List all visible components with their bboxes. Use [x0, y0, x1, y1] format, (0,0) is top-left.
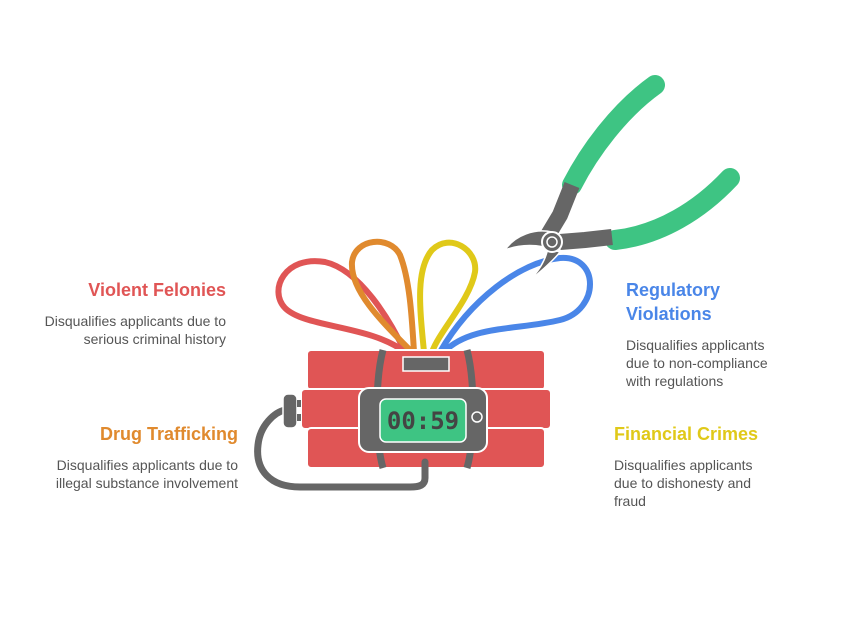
plier-pivot-inner [546, 236, 558, 248]
wires [275, 238, 593, 355]
plier-handle-upper-metal [541, 182, 580, 240]
label-violent-felonies: Violent Felonies Disqualifies applicants… [40, 278, 226, 348]
power-cable [254, 406, 429, 491]
label-title: Violent Felonies [88, 280, 226, 300]
label-title: Financial Crimes [614, 424, 759, 444]
label-regulatory-violations: Regulatory Violations Disqualifies appli… [626, 278, 826, 390]
plier-jaw-lower [527, 247, 562, 283]
label-title: Regulatory Violations [626, 280, 721, 324]
timer-button [471, 411, 483, 423]
label-description: Disqualifies applicants due to serious c… [44, 313, 226, 347]
red-wire [275, 258, 408, 355]
label-drug-trafficking: Drug Trafficking Disqualifies applicants… [40, 422, 238, 492]
blue-wire [437, 254, 593, 355]
yellow-wire [417, 239, 479, 355]
wire-cutter-pliers-icon [503, 75, 740, 283]
timer-display: 00:59 [387, 407, 459, 435]
plug-pin-top [297, 400, 301, 407]
plier-handle-lower-metal [559, 229, 613, 250]
label-description: Disqualifies applicants due to non-compl… [626, 337, 768, 389]
label-title: Drug Trafficking [99, 424, 238, 444]
label-description: Disqualifies applicants due to illegal s… [55, 457, 238, 491]
plug-pin-bottom [297, 414, 301, 421]
timer-screen [379, 398, 467, 443]
wire-connector [402, 356, 450, 372]
orange-wire [348, 238, 417, 355]
label-description: Disqualifies applicants due to dishonest… [614, 457, 753, 509]
plug-body [282, 393, 298, 429]
plier-pivot [541, 231, 563, 253]
label-financial-crimes: Financial Crimes Disqualifies applicants… [614, 422, 814, 510]
plier-handle-lower-grip [605, 168, 740, 250]
plier-handle-upper-grip [562, 75, 665, 195]
